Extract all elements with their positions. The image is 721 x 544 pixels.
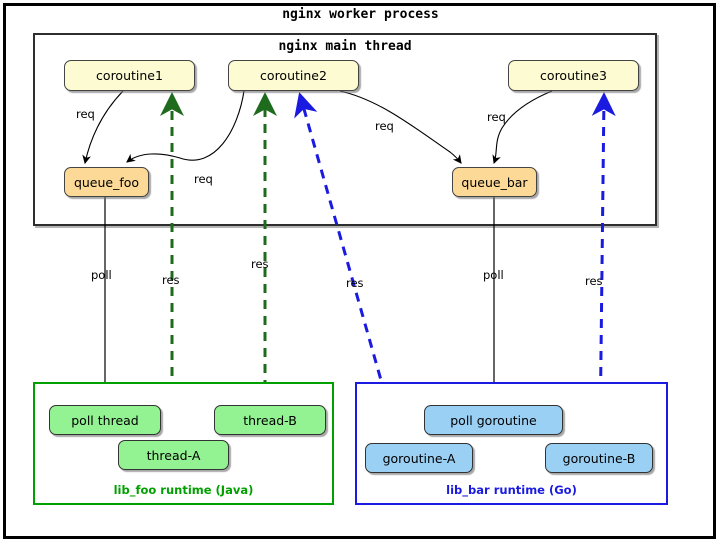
node-thread-b-label: thread-B xyxy=(243,412,297,428)
nginx-worker-process-boundary xyxy=(3,3,716,539)
edge-label-res-foo-b: res xyxy=(251,257,269,271)
node-coroutine1[interactable]: coroutine1 xyxy=(64,60,195,91)
edge-label-res-bar-b: res xyxy=(585,274,603,288)
node-thread-a-label: thread-A xyxy=(146,447,201,463)
node-poll-goroutine[interactable]: poll goroutine xyxy=(424,405,563,435)
node-queue-foo-label: queue_foo xyxy=(73,174,140,190)
edge-label-req-1: req xyxy=(76,107,95,121)
main-thread-title: nginx main thread xyxy=(278,39,412,54)
node-goroutine-a[interactable]: goroutine-A xyxy=(365,443,473,473)
node-coroutine3[interactable]: coroutine3 xyxy=(508,60,639,91)
lib-bar-runtime-label: lib_bar runtime (Go) xyxy=(446,483,577,497)
edge-label-poll-foo: poll xyxy=(91,268,112,282)
edge-label-poll-bar: poll xyxy=(483,268,504,282)
node-coroutine3-label: coroutine3 xyxy=(540,68,607,83)
node-queue-bar[interactable]: queue_bar xyxy=(452,167,537,197)
node-coroutine2[interactable]: coroutine2 xyxy=(228,60,359,91)
worker-process-title: nginx worker process xyxy=(282,7,439,22)
node-goroutine-a-label: goroutine-A xyxy=(382,450,456,466)
lib-foo-runtime-boundary xyxy=(33,382,334,505)
node-queue-foo[interactable]: queue_foo xyxy=(64,167,149,197)
node-coroutine1-label: coroutine1 xyxy=(96,68,163,83)
node-poll-thread[interactable]: poll thread xyxy=(49,405,161,435)
node-poll-goroutine-label: poll goroutine xyxy=(450,412,537,428)
node-thread-b[interactable]: thread-B xyxy=(214,405,326,435)
node-goroutine-b[interactable]: goroutine-B xyxy=(545,443,653,473)
edge-label-res-foo-a: res xyxy=(162,273,180,287)
edge-label-res-bar-a: res xyxy=(346,276,364,290)
node-thread-a[interactable]: thread-A xyxy=(118,440,229,470)
edge-label-req-2: req xyxy=(194,172,213,186)
edge-label-req-4: req xyxy=(487,110,506,124)
node-coroutine2-label: coroutine2 xyxy=(260,68,327,83)
node-poll-thread-label: poll thread xyxy=(71,412,139,428)
lib-foo-runtime-label: lib_foo runtime (Java) xyxy=(113,483,254,497)
node-queue-bar-label: queue_bar xyxy=(461,174,528,190)
edge-label-req-3: req xyxy=(375,119,394,133)
node-goroutine-b-label: goroutine-B xyxy=(562,450,636,466)
